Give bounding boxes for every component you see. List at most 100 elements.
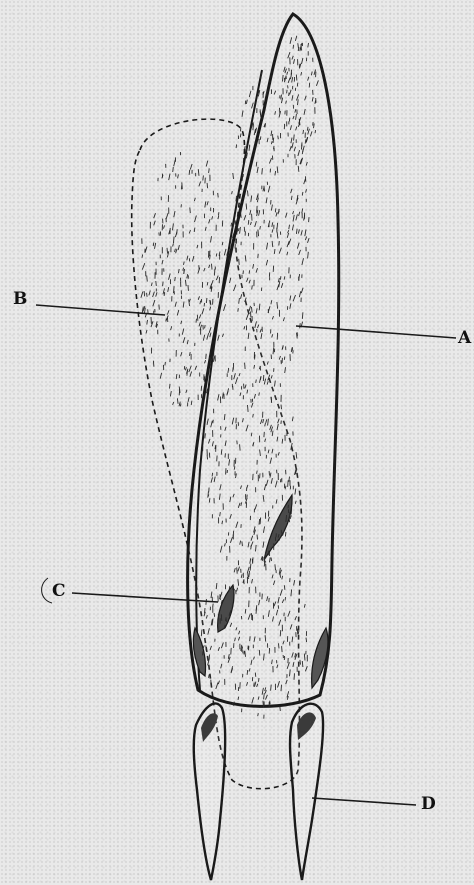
stipple-stroke (299, 64, 300, 68)
stipple-stroke (243, 174, 244, 177)
stipple-stroke (173, 223, 174, 230)
stipple-stroke (222, 242, 223, 245)
stipple-stroke (275, 564, 276, 570)
stipple-stroke (187, 256, 188, 261)
label-d: D (421, 796, 436, 813)
stipple-stroke (218, 193, 219, 198)
stipple-stroke (249, 270, 250, 273)
stipple-stroke (242, 541, 243, 546)
stipple-stroke (303, 130, 304, 134)
stipple-stroke (151, 283, 152, 286)
stipple-stroke (207, 333, 209, 340)
stipple-stroke (285, 532, 286, 537)
stipple-stroke (262, 168, 263, 174)
stipple-stroke (249, 91, 251, 97)
stipple-stroke (156, 292, 157, 296)
stipple-stroke (147, 276, 148, 282)
stipple-stroke (198, 296, 199, 300)
stipple-stroke (277, 223, 278, 229)
stipple-stroke (220, 512, 221, 516)
stipple-stroke (231, 223, 232, 227)
stipple-stroke (257, 471, 258, 474)
stipple-stroke (248, 220, 249, 225)
stipple-stroke (170, 391, 171, 396)
stipple-stroke (300, 660, 301, 665)
stipple-stroke (191, 401, 192, 405)
stipple-stroke (164, 225, 165, 228)
stipple-stroke (216, 253, 217, 256)
stipple-stroke (206, 161, 208, 167)
stipple-stroke (302, 192, 303, 196)
stipple-stroke (189, 366, 192, 373)
stipple-stroke (207, 282, 208, 285)
stipple-stroke (197, 315, 198, 321)
stipple-stroke (291, 196, 292, 200)
stipple-stroke (146, 330, 147, 334)
label-c-arc (42, 578, 52, 603)
stipple-stroke (274, 146, 275, 149)
stipple-stroke (176, 249, 177, 253)
stipple-stroke (210, 333, 211, 338)
stipple-stroke (221, 614, 222, 621)
stipple-stroke (214, 269, 215, 276)
stipple-stroke (167, 248, 168, 254)
stipple-stroke (233, 173, 234, 179)
stipple-stroke (203, 175, 204, 180)
stipple-stroke (199, 182, 201, 187)
stipple-stroke (195, 216, 197, 223)
stipple-stroke (173, 237, 174, 244)
stipple-stroke (210, 300, 211, 304)
stipple-stroke (242, 111, 243, 117)
stipple-stroke (294, 135, 295, 141)
stipple-stroke (240, 134, 241, 138)
stipple-stroke (201, 630, 202, 637)
stipple-stroke (171, 326, 172, 330)
stipple-stroke (183, 337, 185, 343)
stipple-stroke (247, 670, 248, 675)
stipple-stroke (201, 386, 202, 391)
stipple-stroke (196, 319, 197, 323)
stipple-stroke (200, 301, 201, 305)
stipple-stroke (205, 608, 206, 613)
stipple-stroke (175, 302, 176, 307)
stipple-stroke (236, 144, 237, 148)
stipple-stroke (141, 292, 143, 298)
stipple-stroke (162, 260, 163, 264)
stipple-stroke (142, 263, 145, 270)
stipple-stroke (245, 609, 246, 614)
stipple-stroke (177, 398, 178, 404)
stipple-stroke (204, 268, 205, 271)
stipple-stroke (282, 646, 283, 652)
stipple-stroke (205, 201, 206, 207)
stipple-stroke (188, 397, 189, 402)
stipple-stroke (256, 545, 257, 552)
stipple-stroke (212, 264, 213, 270)
stipple-stroke (232, 191, 233, 194)
stipple-stroke (187, 340, 188, 344)
stipple-stroke (207, 183, 208, 188)
label-a: A (458, 330, 471, 347)
stipple-stroke (173, 402, 174, 405)
stipple-stroke (218, 216, 219, 220)
stipple-stroke (166, 213, 168, 219)
stipple-stroke (302, 661, 303, 667)
stipple-stroke (198, 169, 199, 176)
stipple-stroke (239, 259, 240, 265)
stipple-stroke (173, 244, 174, 247)
stipple-stroke (205, 360, 206, 363)
stipple-stroke (205, 325, 206, 328)
stipple-stroke (205, 659, 206, 664)
stipple-stroke (147, 320, 148, 325)
stipple-stroke (209, 327, 211, 333)
stipple-stroke (185, 280, 186, 286)
stipple-stroke (258, 713, 259, 716)
stipple-stroke (197, 245, 198, 248)
stipple-stroke (195, 366, 197, 370)
stipple-stroke (153, 292, 155, 297)
stipple-stroke (280, 706, 281, 711)
stipple-stroke (271, 685, 272, 691)
stipple-stroke (163, 282, 164, 287)
stipple-stroke (155, 243, 156, 249)
stipple-stroke (156, 281, 157, 286)
stipple-stroke (182, 182, 183, 189)
